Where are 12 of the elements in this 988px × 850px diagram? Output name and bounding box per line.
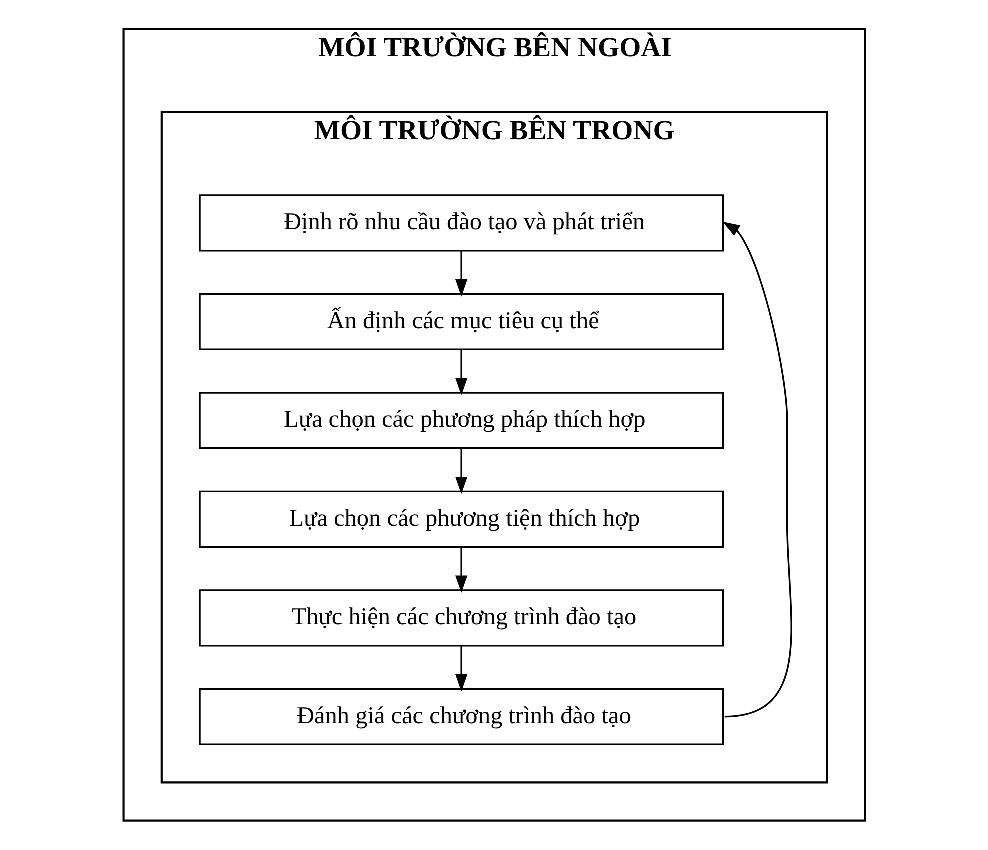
node-box: Định rõ nhu cầu đào tạo và phát triển — [198, 194, 724, 252]
node-box: Đánh giá các chương trình đào tạo — [198, 688, 724, 746]
node-box: Lựa chọn các phương pháp thích hợp — [198, 392, 724, 450]
arrow — [455, 448, 468, 494]
node-box: Thực hiện các chương trình đào tạo — [198, 590, 724, 647]
arrow — [455, 646, 468, 692]
arrow — [722, 222, 792, 718]
arrow — [455, 547, 468, 594]
arrow — [455, 350, 468, 396]
node-box: Lựa chọn các phương tiện thích hợp — [198, 490, 724, 548]
arrow — [455, 250, 468, 297]
node-box: Ấn định các mục tiêu cụ thể — [198, 293, 724, 350]
